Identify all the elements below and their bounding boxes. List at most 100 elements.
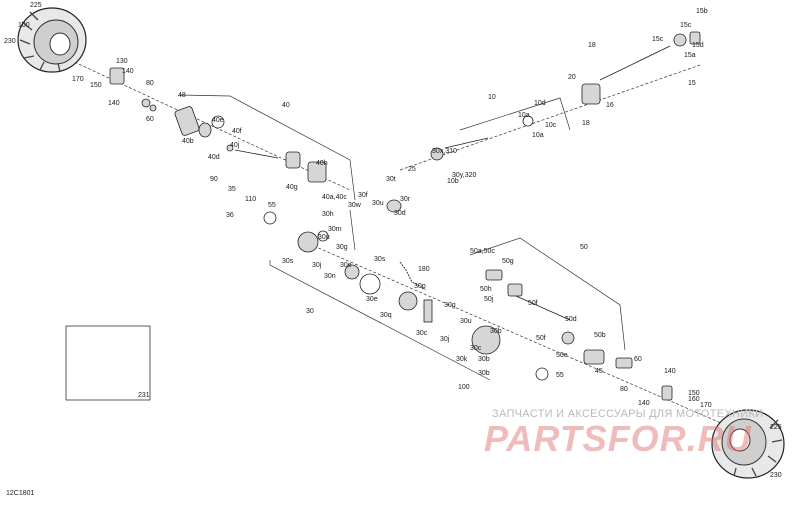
part-label: 40e <box>212 117 224 124</box>
part-label: 50e <box>556 352 568 359</box>
part-label: 20 <box>568 74 576 81</box>
part-label: 50a,50c <box>470 248 495 255</box>
part-label: 140 <box>664 368 676 375</box>
part-label: 50j <box>484 296 494 303</box>
part-label: 30g <box>336 244 348 251</box>
part-label: 225 <box>30 2 42 9</box>
part-label: 16 <box>606 102 614 109</box>
part-label: 30e <box>340 262 352 269</box>
part-label: 30s <box>374 256 386 263</box>
part-label: 30n <box>324 273 336 280</box>
watermark-text: ЗАПЧАСТИ И АКСЕССУАРЫ ДЛЯ МОТОТЕХНИКИ <box>492 408 764 420</box>
part-label: 80 <box>146 80 154 87</box>
part-label: 130 <box>116 58 128 65</box>
part-label: 160 <box>688 396 700 403</box>
part-label: 50b <box>594 332 606 339</box>
part-label: 30u <box>318 234 330 241</box>
part-label: 30m <box>328 226 342 233</box>
part-label: 40h <box>316 160 328 167</box>
part-label: 30b <box>478 370 490 377</box>
part-label: 150 <box>90 82 102 89</box>
part-label: 15d <box>692 42 704 49</box>
diagram-code: 12C1801 <box>6 490 35 497</box>
part-label: 40j <box>230 142 240 149</box>
part-label: 30g <box>444 302 456 309</box>
part-label: 35 <box>228 186 236 193</box>
part-label: 55 <box>268 202 276 209</box>
part-label: 30r <box>400 196 411 203</box>
part-label: 30d <box>394 210 406 217</box>
part-label: 10a <box>532 132 544 139</box>
part-label: 30b <box>490 328 502 335</box>
part-label: 30h <box>322 211 334 218</box>
part-label: 30j <box>312 262 322 269</box>
part-label: 10c <box>545 122 557 129</box>
part-label: 45 <box>595 368 603 375</box>
part-label: 30c <box>416 330 428 337</box>
part-label: 30u <box>460 318 472 325</box>
part-label: 18 <box>588 42 596 49</box>
reference-box <box>65 325 151 401</box>
part-label: 60 <box>146 116 154 123</box>
part-label: 30y,320 <box>452 172 477 179</box>
part-label: 225 <box>770 424 782 431</box>
part-label: 30q <box>380 312 392 319</box>
part-label: 15b <box>696 8 708 15</box>
part-label: 80 <box>620 386 628 393</box>
part-label: 230 <box>770 472 782 479</box>
part-label: 30x,310 <box>432 148 457 155</box>
watermark-logo: PARTSFOR.RU <box>484 418 752 459</box>
part-label: 50g <box>502 258 514 265</box>
part-label: 15a <box>684 52 696 59</box>
part-label: 25 <box>408 166 416 173</box>
part-label: 30p <box>414 283 426 290</box>
part-label: 18 <box>582 120 590 127</box>
part-label: 55 <box>556 372 564 379</box>
part-label: 30f <box>358 192 368 199</box>
part-label: 40f <box>232 128 242 135</box>
part-label: 10d <box>534 100 546 107</box>
part-label: 40 <box>282 102 290 109</box>
part-label: 15c <box>652 36 664 43</box>
part-label: 110 <box>245 196 257 203</box>
part-label: 170 <box>700 402 712 409</box>
part-label: 10 <box>488 94 496 101</box>
part-label: 30s <box>282 258 294 265</box>
box-label: 231 <box>138 392 150 399</box>
part-label: 36 <box>226 212 234 219</box>
part-label: 50h <box>480 286 492 293</box>
part-label: 40b <box>182 138 194 145</box>
part-label: 100 <box>18 22 30 29</box>
part-label: 140 <box>122 68 134 75</box>
part-label: 50f <box>536 335 546 342</box>
part-label: 30c <box>470 345 482 352</box>
part-label: 90 <box>210 176 218 183</box>
part-label: 10a <box>518 112 530 119</box>
part-label: 48 <box>178 92 186 99</box>
part-label: 100 <box>458 384 470 391</box>
part-label: 40a,40c <box>322 194 347 201</box>
rear-right-tire <box>711 409 785 479</box>
part-label: 30w <box>348 202 361 209</box>
part-label: 150 <box>688 390 700 397</box>
part-label: 50 <box>580 244 588 251</box>
part-label: 180 <box>418 266 430 273</box>
part-label: 40d <box>208 154 220 161</box>
part-label: 30u <box>372 200 384 207</box>
part-label: 30t <box>386 176 396 183</box>
part-label: 50f <box>528 300 538 307</box>
part-label: 30e <box>366 296 378 303</box>
part-label: 10b <box>447 178 459 185</box>
part-label: 50d <box>565 316 577 323</box>
part-label: 15c <box>680 22 692 29</box>
part-label: 170 <box>72 76 84 83</box>
part-label: 60 <box>634 356 642 363</box>
part-label: 30 <box>306 308 314 315</box>
part-label: 40g <box>286 184 298 191</box>
part-label: 140 <box>108 100 120 107</box>
part-label: 30b <box>478 356 490 363</box>
part-label: 15 <box>688 80 696 87</box>
front-left-tire <box>17 7 87 73</box>
part-label: 230 <box>4 38 16 45</box>
